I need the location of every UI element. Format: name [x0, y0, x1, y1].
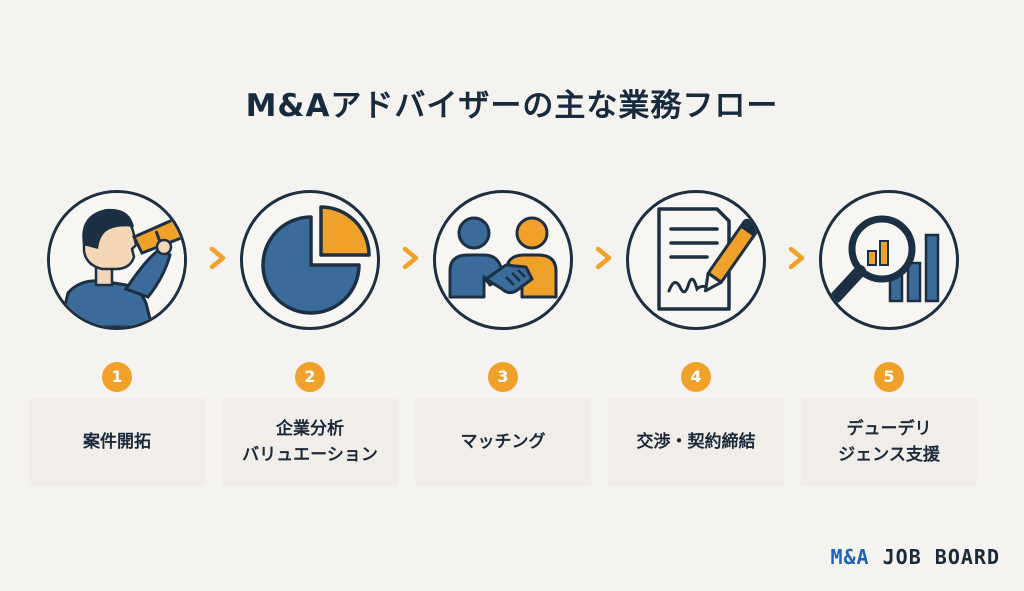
brand-logo: M&A JOB BOARD: [830, 545, 1000, 569]
pie-chart-icon: [261, 205, 371, 315]
telescope-person-icon: [50, 193, 184, 327]
step-2-label: 企業分析 バリュエーション: [222, 398, 398, 486]
handshake-icon: [448, 216, 558, 299]
step-1-number-badge: 1: [102, 362, 132, 392]
step-3-number-badge: 3: [488, 362, 518, 392]
flow-steps: 1 2 3 4 5 案件開拓 企業分析 バリュエーション マッチング 交渉・契約…: [0, 190, 1024, 490]
brand-prefix: M&A: [830, 545, 870, 569]
chevron-right-icon: [788, 246, 805, 270]
step-1-icon-circle: [47, 190, 187, 330]
step-4-number-badge: 4: [681, 362, 711, 392]
step-5-label: デューデリ ジェンス支援: [801, 398, 977, 486]
step-2-label-line-2: バリュエーション: [242, 445, 378, 465]
step-2-label-line-1: 企業分析: [276, 419, 344, 439]
step-1-label: 案件開拓: [29, 398, 205, 486]
step-2-icon-circle: [240, 190, 380, 330]
step-5-label-line-2: ジェンス支援: [838, 445, 940, 465]
step-3-icon-circle: [433, 190, 573, 330]
step-4-label: 交渉・契約締結: [608, 398, 784, 486]
page-title: M&Aアドバイザーの主な業務フロー: [245, 88, 779, 124]
step-3-label: マッチング: [415, 398, 591, 486]
chevron-right-icon: [595, 246, 612, 270]
step-5-icon-circle: [819, 190, 959, 330]
step-1-label-line-1: 案件開拓: [83, 432, 151, 452]
chevron-right-icon: [209, 246, 226, 270]
chevron-right-icon: [402, 246, 419, 270]
step-3-label-line-1: マッチング: [460, 432, 546, 452]
contract-signing-icon: [657, 207, 760, 311]
step-4-label-line-1: 交渉・契約締結: [636, 432, 756, 452]
step-5-number-badge: 5: [874, 362, 904, 392]
step-4-icon-circle: [626, 190, 766, 330]
step-5-label-line-1: デューデリ: [846, 419, 932, 439]
step-2-number-badge: 2: [295, 362, 325, 392]
magnifier-chart-icon: [830, 215, 940, 303]
brand-suffix: JOB BOARD: [882, 545, 1000, 569]
